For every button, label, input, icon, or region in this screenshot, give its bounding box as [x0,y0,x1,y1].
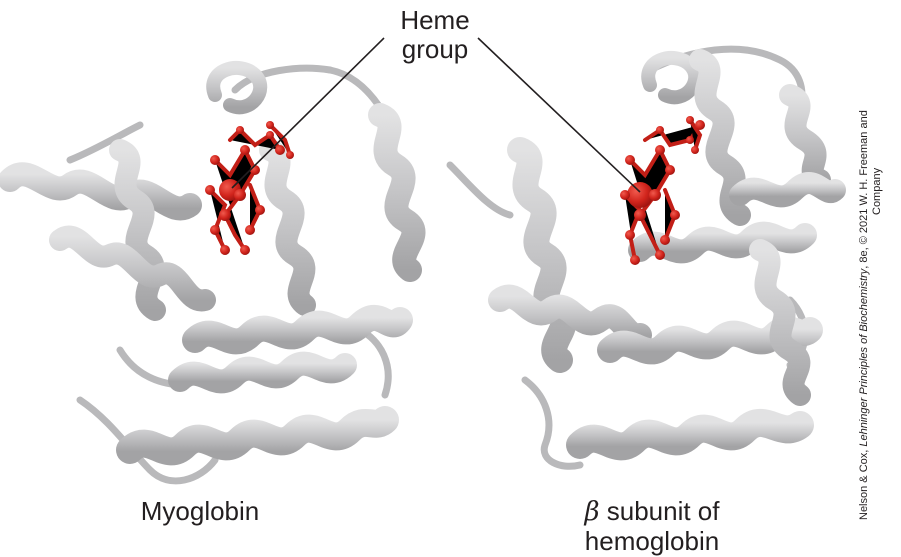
callout-line-myoglobin [231,37,385,189]
myoglobin-label: Myoglobin [140,496,260,526]
credit-book-title: Lehninger Principles of Biochemistry [858,268,870,447]
credit-rest: , © 2021 W. H. Freeman and [858,110,870,251]
beta-subunit-ribbon-structure [446,45,846,470]
credit-line2: Company [871,167,883,215]
heme-label-line2: group [401,34,469,64]
beta-subunit-label: β subunit of hemoglobin [552,497,752,556]
beta-subunit-heme-group [620,116,705,265]
heme-group-label: Heme group [380,6,490,64]
callout-line-beta-subunit [477,37,641,193]
credit-authors: Nelson & Cox, [858,446,870,520]
credit-edition: , 8e [858,250,870,269]
beta-label-line2: hemoglobin [584,526,720,556]
heme-label-line1: Heme [400,5,470,35]
beta-symbol: β [584,497,600,527]
beta-label-line1: subunit of [599,496,720,526]
myoglobin-ribbon-structure [0,60,426,485]
heme-callout-lines [231,37,641,193]
